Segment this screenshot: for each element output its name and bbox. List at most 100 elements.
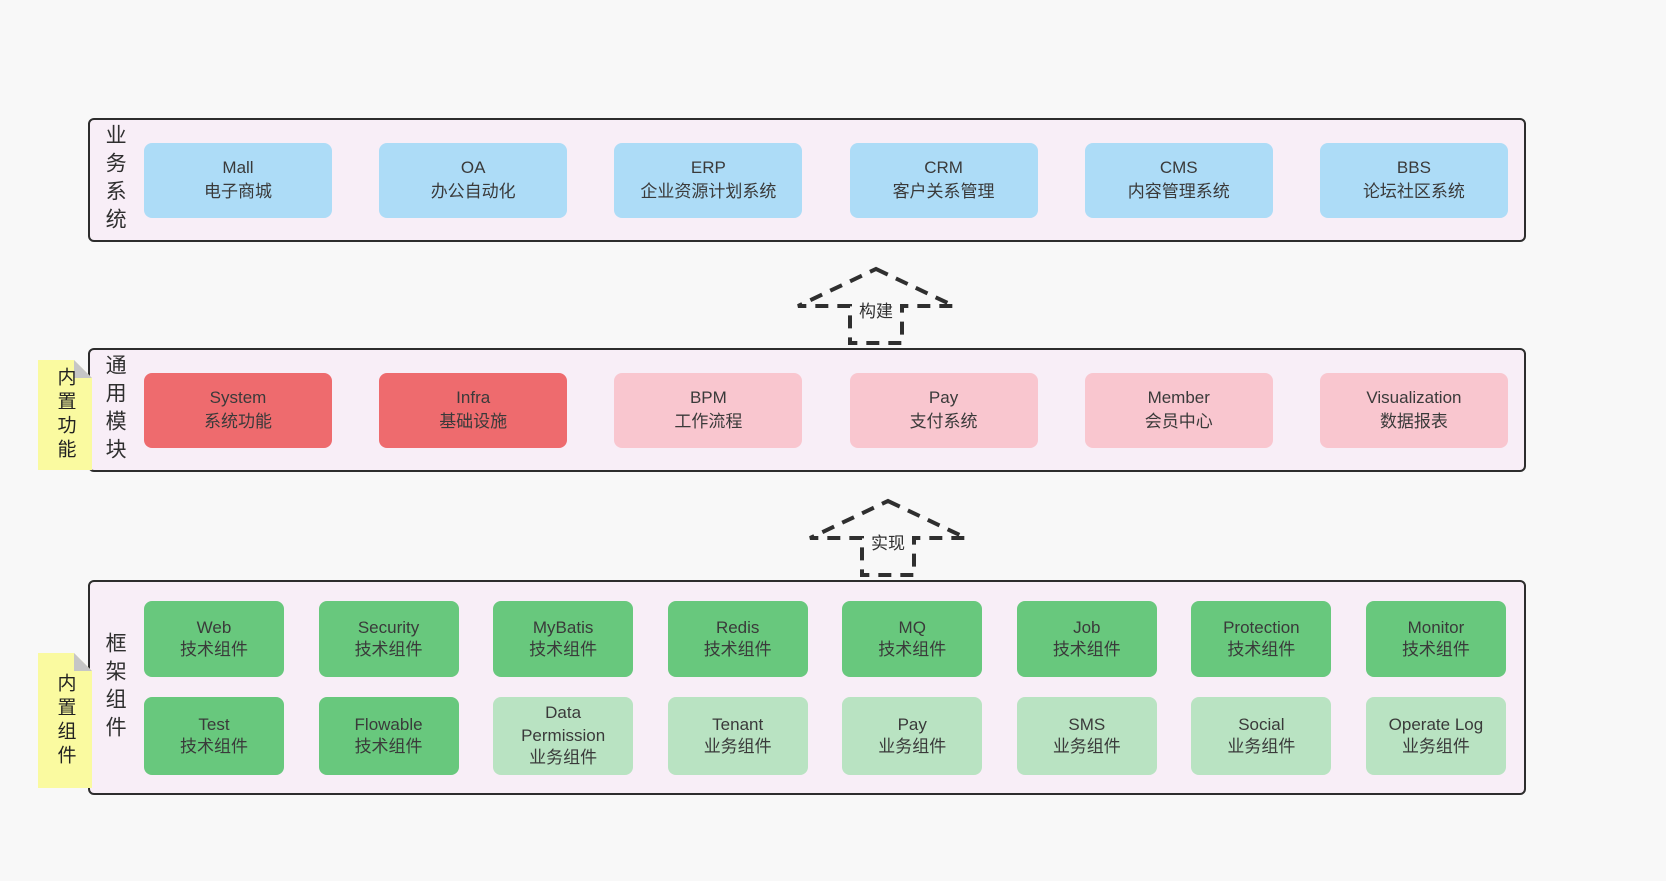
box-subtitle: 数据报表 [1379,412,1448,431]
box-subtitle: 系统功能 [204,412,272,431]
box-mall: Mall 电子商城 [144,142,332,218]
box-title: Pay [897,714,927,734]
box-oa: OA 办公自动化 [379,142,568,218]
box-subtitle: 工作流程 [674,412,743,431]
box-redis: Redis 技术组件 [667,601,808,677]
implement-arrow: 实现 [802,498,974,578]
box-mybatis: MyBatis 技术组件 [493,601,634,677]
box-protection: Protection 技术组件 [1191,601,1332,677]
components-row-1: Web 技术组件 Security 技术组件 MyBatis 技术组件 Redi… [144,601,1506,677]
box-operate-log: Operate Log 业务组件 [1365,697,1506,775]
box-title: Security [357,617,420,637]
box-title: Test [198,714,230,734]
box-subtitle: 业务组件 [878,737,947,756]
box-title: MyBatis [532,617,594,637]
box-subtitle: 技术组件 [354,640,423,659]
box-title: Infra [456,387,491,407]
note-label: 内置组件 [54,672,76,769]
box-data-permission: Data Permission 业务组件 [493,697,634,775]
box-subtitle: 技术组件 [354,737,423,756]
box-subtitle: 业务组件 [529,748,598,768]
box-subtitle: 技术组件 [1052,640,1121,659]
box-monitor: Monitor 技术组件 [1365,601,1506,677]
box-subtitle: 业务组件 [1052,737,1121,756]
box-title: Pay [928,387,959,407]
build-arrow-label: 构建 [856,297,896,322]
box-security: Security 技术组件 [318,601,459,677]
components-rows: Web 技术组件 Security 技术组件 MyBatis 技术组件 Redi… [90,582,1524,793]
box-subtitle: 电子商城 [204,182,272,201]
box-test: Test 技术组件 [144,697,284,775]
band-business-label: 业务系统 [103,124,127,236]
box-tenant: Tenant 业务组件 [667,697,808,775]
box-title: SMS [1068,714,1106,734]
band-modules-label: 通用模块 [103,354,127,466]
box-system: System 系统功能 [144,372,332,448]
components-row-2: Test 技术组件 Flowable 技术组件 Data Permission … [144,697,1506,775]
box-title: CMS [1159,157,1198,177]
box-pay-component: Pay 业务组件 [842,697,983,775]
up-arrow-icon [809,498,967,577]
box-title: Data Permission [521,703,606,745]
box-subtitle: 技术组件 [1401,640,1470,659]
box-title: Visualization [1366,387,1462,407]
box-mq: MQ 技术组件 [842,601,983,677]
box-subtitle: 技术组件 [180,737,248,756]
box-title: Job [1073,617,1101,637]
sticky-note-paper [38,360,92,470]
box-subtitle: 技术组件 [703,640,772,659]
box-subtitle: 技术组件 [878,640,947,659]
box-bpm: BPM 工作流程 [614,372,803,448]
box-member: Member 会员中心 [1084,372,1273,448]
box-subtitle: 论坛社区系统 [1362,182,1465,201]
box-sms: SMS 业务组件 [1016,697,1157,775]
note-label: 内置功能 [54,367,76,463]
box-subtitle: 会员中心 [1144,412,1213,431]
band-components-label: 框架组件 [103,631,127,744]
box-title: Member [1147,387,1210,407]
box-subtitle: 内容管理系统 [1127,182,1230,201]
note-built-in-components: 内置组件 [38,653,92,788]
band-common-modules: 通用模块 System 系统功能 Infra 基础设施 BPM 工作流程 Pay… [88,348,1526,472]
note-built-in-functions: 内置功能 [38,360,92,470]
box-title: Flowable [354,714,423,734]
box-web: Web 技术组件 [144,601,284,677]
box-title: System [209,387,267,407]
box-title: ERP [690,157,726,177]
box-subtitle: 业务组件 [703,737,772,756]
box-flowable: Flowable 技术组件 [318,697,459,775]
box-title: Tenant [712,714,764,734]
box-subtitle: 客户关系管理 [892,182,995,201]
sticky-note-paper [38,653,92,788]
box-job: Job 技术组件 [1016,601,1157,677]
box-subtitle: 技术组件 [180,640,248,659]
box-title: OA [460,157,486,177]
build-arrow: 构建 [790,266,962,346]
box-subtitle: 支付系统 [909,412,978,431]
business-box-row: Mall 电子商城 OA 办公自动化 ERP 企业资源计划系统 CRM 客户关系… [90,120,1524,240]
box-pay-module: Pay 支付系统 [849,372,1038,448]
box-crm: CRM 客户关系管理 [849,142,1038,218]
band-business-systems: 业务系统 Mall 电子商城 OA 办公自动化 ERP 企业资源计划系统 CRM… [88,118,1526,242]
box-infra: Infra 基础设施 [379,372,568,448]
implement-arrow-label: 实现 [868,529,908,554]
box-title: CRM [924,157,963,177]
modules-box-row: System 系统功能 Infra 基础设施 BPM 工作流程 Pay 支付系统… [90,350,1524,470]
box-bbs: BBS 论坛社区系统 [1319,142,1508,218]
box-title: Operate Log [1388,714,1484,734]
box-title: MQ [898,617,926,637]
box-title: Monitor [1407,617,1465,637]
note-fold-icon [74,653,92,671]
band-framework-components: 框架组件 Web 技术组件 Security 技术组件 MyBatis 技术组件… [88,580,1526,795]
box-social: Social 业务组件 [1191,697,1332,775]
box-subtitle: 技术组件 [529,640,598,659]
box-visualization: Visualization 数据报表 [1319,372,1508,448]
box-cms: CMS 内容管理系统 [1084,142,1273,218]
box-erp: ERP 企业资源计划系统 [614,142,803,218]
box-title: Protection [1223,617,1300,637]
box-title: Web [196,617,232,637]
box-subtitle: 技术组件 [1227,640,1296,659]
box-subtitle: 基础设施 [439,412,508,431]
box-subtitle: 企业资源计划系统 [640,182,777,201]
